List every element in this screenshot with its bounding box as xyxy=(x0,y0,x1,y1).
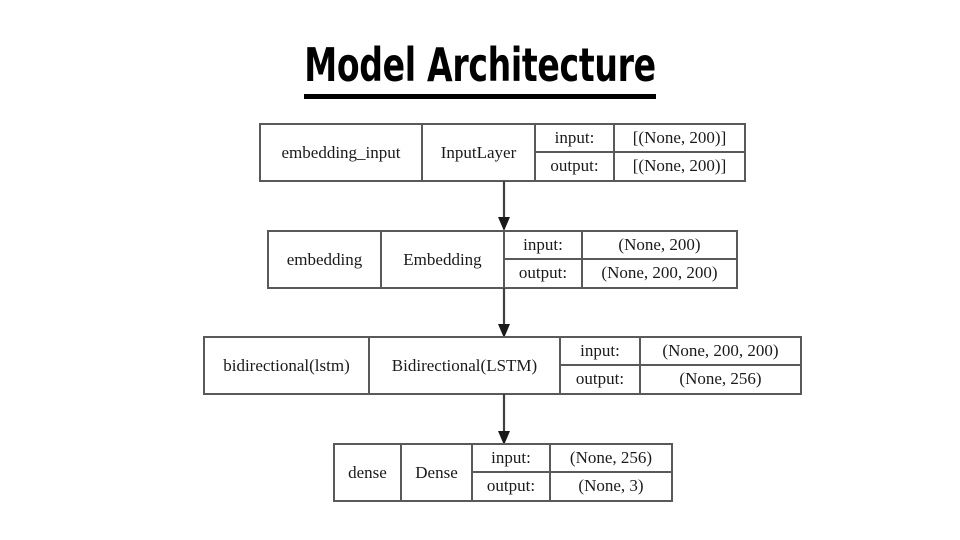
node-output-shape: (None, 200, 200) xyxy=(601,263,718,283)
arrow-down-icon xyxy=(498,288,510,338)
node-type-label: Dense xyxy=(415,462,458,482)
graph-edge-arrow-3 xyxy=(496,394,512,445)
graph-node-embedding[interactable]: embedding Embedding input: (None, 200) o… xyxy=(267,230,738,289)
node-input-label: input: xyxy=(561,338,641,364)
page-title: Model Architecture xyxy=(96,38,864,99)
node-name-cell: dense xyxy=(335,445,402,500)
node-name-label: embedding_input xyxy=(281,142,401,162)
node-type-cell: Dense xyxy=(402,445,473,500)
node-input-row: input: (None, 200, 200) xyxy=(561,338,800,366)
node-input-label: input: xyxy=(473,445,551,471)
node-input-shape: [(None, 200)] xyxy=(632,127,727,147)
graph-node-dense[interactable]: dense Dense input: (None, 256) output: (… xyxy=(333,443,673,502)
node-input-row: input: (None, 200) xyxy=(505,232,736,260)
node-input-label: input: xyxy=(536,125,615,151)
graph-node-embedding-input[interactable]: embedding_input InputLayer input: [(None… xyxy=(259,123,746,182)
graph-node-bidirectional-lstm[interactable]: bidirectional(lstm) Bidirectional(LSTM) … xyxy=(203,336,802,395)
node-input-shape: (None, 200, 200) xyxy=(662,340,779,360)
graph-edge-arrow-1 xyxy=(496,181,512,231)
node-name-label: dense xyxy=(348,462,387,482)
node-io-block: input: (None, 200) output: (None, 200, 2… xyxy=(505,232,736,287)
node-name-cell: embedding xyxy=(269,232,382,287)
node-output-shape: [(None, 200)] xyxy=(632,156,727,176)
node-name-label: bidirectional(lstm) xyxy=(223,355,350,375)
node-output-label: output: xyxy=(561,365,641,393)
arrow-down-icon xyxy=(498,394,510,445)
node-name-label: embedding xyxy=(286,249,363,269)
arrow-down-icon xyxy=(498,181,510,231)
node-type-label: Embedding xyxy=(403,249,482,269)
node-io-block: input: [(None, 200)] output: [(None, 200… xyxy=(536,125,744,180)
node-output-row: output: (None, 256) xyxy=(561,365,800,393)
node-output-label: output: xyxy=(505,259,583,287)
node-type-label: Bidirectional(LSTM) xyxy=(391,355,538,375)
node-output-shape: (None, 256) xyxy=(679,369,762,389)
node-io-block: input: (None, 256) output: (None, 3) xyxy=(473,445,671,500)
node-input-shape: (None, 200) xyxy=(618,234,701,254)
page-title-text: Model Architecture xyxy=(304,38,656,99)
node-output-label: output: xyxy=(536,152,615,180)
node-input-label: input: xyxy=(505,232,583,258)
node-type-cell: Embedding xyxy=(382,232,505,287)
node-output-label: output: xyxy=(473,472,551,500)
node-type-cell: InputLayer xyxy=(423,125,536,180)
node-output-row: output: [(None, 200)] xyxy=(536,152,744,180)
node-input-shape: (None, 256) xyxy=(569,447,653,467)
node-type-cell: Bidirectional(LSTM) xyxy=(370,338,561,393)
graph-edge-arrow-2 xyxy=(496,288,512,338)
node-name-cell: bidirectional(lstm) xyxy=(205,338,370,393)
node-output-row: output: (None, 200, 200) xyxy=(505,259,736,287)
node-name-cell: embedding_input xyxy=(261,125,423,180)
node-output-shape: (None, 3) xyxy=(578,476,644,496)
node-output-row: output: (None, 3) xyxy=(473,472,671,500)
node-io-block: input: (None, 200, 200) output: (None, 2… xyxy=(561,338,800,393)
node-type-label: InputLayer xyxy=(440,142,517,162)
node-input-row: input: (None, 256) xyxy=(473,445,671,473)
node-input-row: input: [(None, 200)] xyxy=(536,125,744,153)
